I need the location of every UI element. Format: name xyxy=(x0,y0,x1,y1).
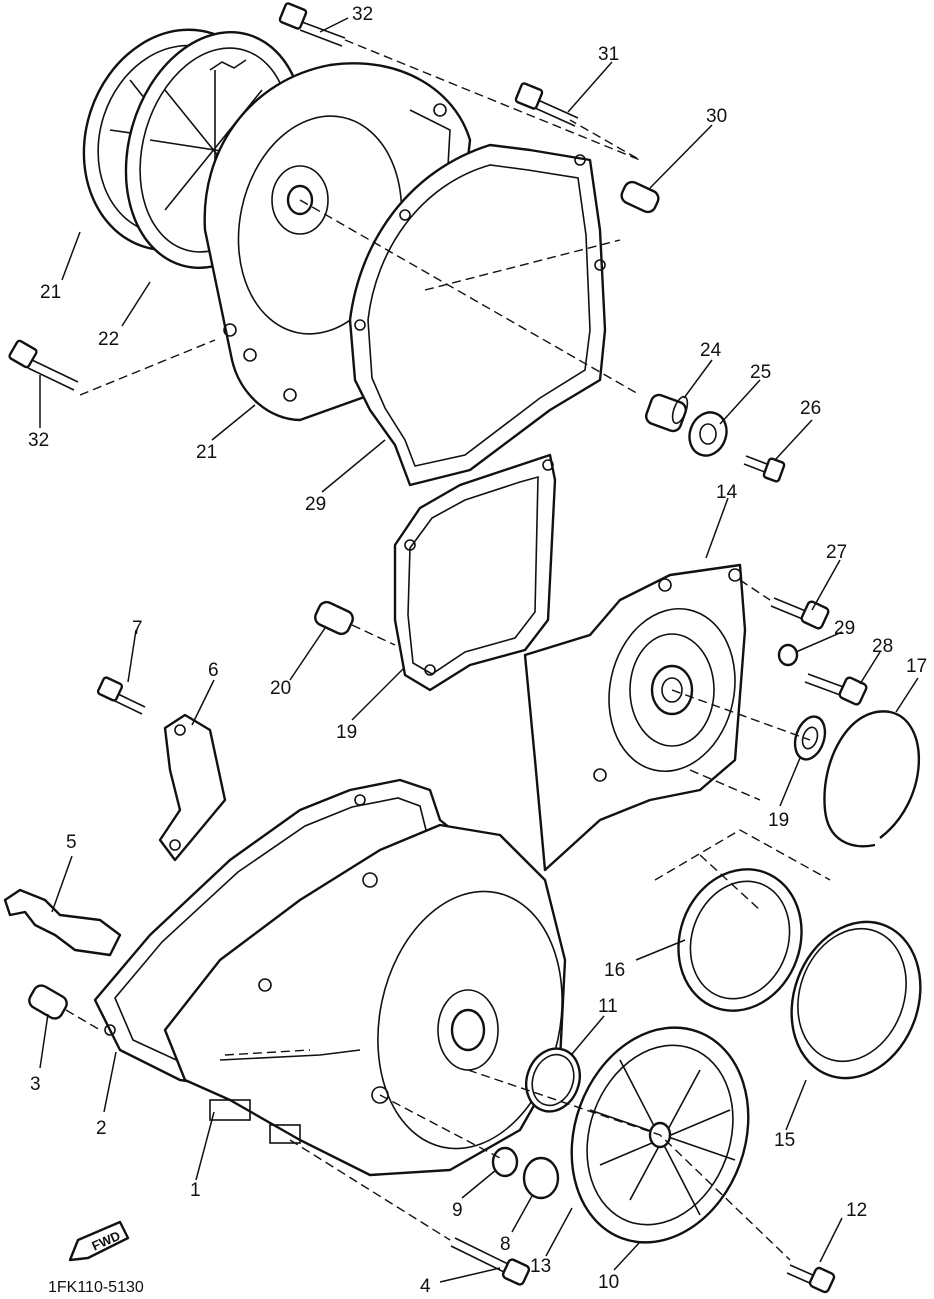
dowel-pin-20 xyxy=(314,600,396,646)
collar-27 xyxy=(645,393,689,433)
middle-assembly xyxy=(314,453,920,872)
bearing-28 xyxy=(688,411,728,457)
callout-20: 20 xyxy=(270,678,291,699)
o-ring-9 xyxy=(491,1146,519,1178)
callouts: 32 31 30 21 22 32 21 29 24 25 26 14 27 2… xyxy=(28,4,927,1297)
bolt-21-upper xyxy=(770,597,830,630)
seal-19-lower xyxy=(793,715,827,761)
callout-14: 14 xyxy=(716,482,738,503)
callout-24: 21 xyxy=(196,442,217,463)
callout-4: 4 xyxy=(420,1276,431,1297)
callout-22: 29 xyxy=(834,618,855,639)
gasket-30 xyxy=(348,143,607,487)
upper-assembly xyxy=(8,2,786,487)
dowel-pin-31 xyxy=(620,180,660,214)
callout-25: 21 xyxy=(40,282,61,303)
callout-3: 3 xyxy=(30,1074,41,1095)
callout-15: 15 xyxy=(774,1130,795,1151)
callout-19-mid: 19 xyxy=(336,722,357,743)
ring-16 xyxy=(677,868,803,1012)
bolt-7 xyxy=(96,676,146,715)
o-ring-22 xyxy=(777,643,799,667)
cap-15 xyxy=(790,920,922,1080)
callout-19-right: 19 xyxy=(768,810,789,831)
callout-8: 8 xyxy=(500,1234,511,1255)
bolt-21-lower xyxy=(804,673,868,706)
bolt-32-upper xyxy=(514,82,579,127)
callout-27: 24 xyxy=(700,340,722,361)
callout-17: 17 xyxy=(906,656,927,677)
callout-31: 30 xyxy=(706,106,727,127)
callout-11: 11 xyxy=(598,996,618,1017)
callout-2: 2 xyxy=(96,1118,107,1139)
circlip-17 xyxy=(823,710,920,848)
callout-9: 9 xyxy=(452,1200,463,1221)
callout-26: 22 xyxy=(98,329,119,350)
bolt-33 xyxy=(278,2,346,47)
callout-5: 5 xyxy=(66,832,77,853)
gasket-19-upper xyxy=(393,453,557,692)
screw-29 xyxy=(743,455,786,483)
crankcase-cover-1 xyxy=(163,823,567,1177)
callout-32-top: 31 xyxy=(598,44,619,65)
plug-8 xyxy=(522,1156,560,1200)
callout-6: 6 xyxy=(208,660,219,681)
callout-21-upper: 27 xyxy=(826,542,847,563)
bolt-4 xyxy=(450,1237,531,1286)
fwd-arrow: FWD xyxy=(68,1220,130,1262)
inner-cover-14 xyxy=(523,563,747,872)
callout-12: 12 xyxy=(846,1200,867,1221)
callout-1: 1 xyxy=(190,1180,201,1201)
callout-28: 25 xyxy=(750,362,771,383)
callout-13: 13 xyxy=(530,1256,551,1277)
lower-assembly xyxy=(65,778,922,1294)
clip-5 xyxy=(3,888,122,957)
callout-16: 16 xyxy=(604,960,625,981)
callout-33: 32 xyxy=(352,4,373,25)
drawing-code: 1FK110-5130 xyxy=(48,1279,144,1296)
bolt-12 xyxy=(786,1264,836,1294)
leader-lines xyxy=(39,17,919,1283)
bolt-32-lower xyxy=(8,339,79,391)
callout-32-left: 32 xyxy=(28,430,49,451)
callout-10: 10 xyxy=(598,1272,619,1293)
callout-21-lower: 28 xyxy=(872,636,893,657)
callout-30: 29 xyxy=(305,494,326,515)
bracket-6 xyxy=(158,713,227,862)
callout-7: 7 xyxy=(132,618,143,639)
dowel-pin-3 xyxy=(28,984,68,1020)
callout-29: 26 xyxy=(800,398,821,419)
